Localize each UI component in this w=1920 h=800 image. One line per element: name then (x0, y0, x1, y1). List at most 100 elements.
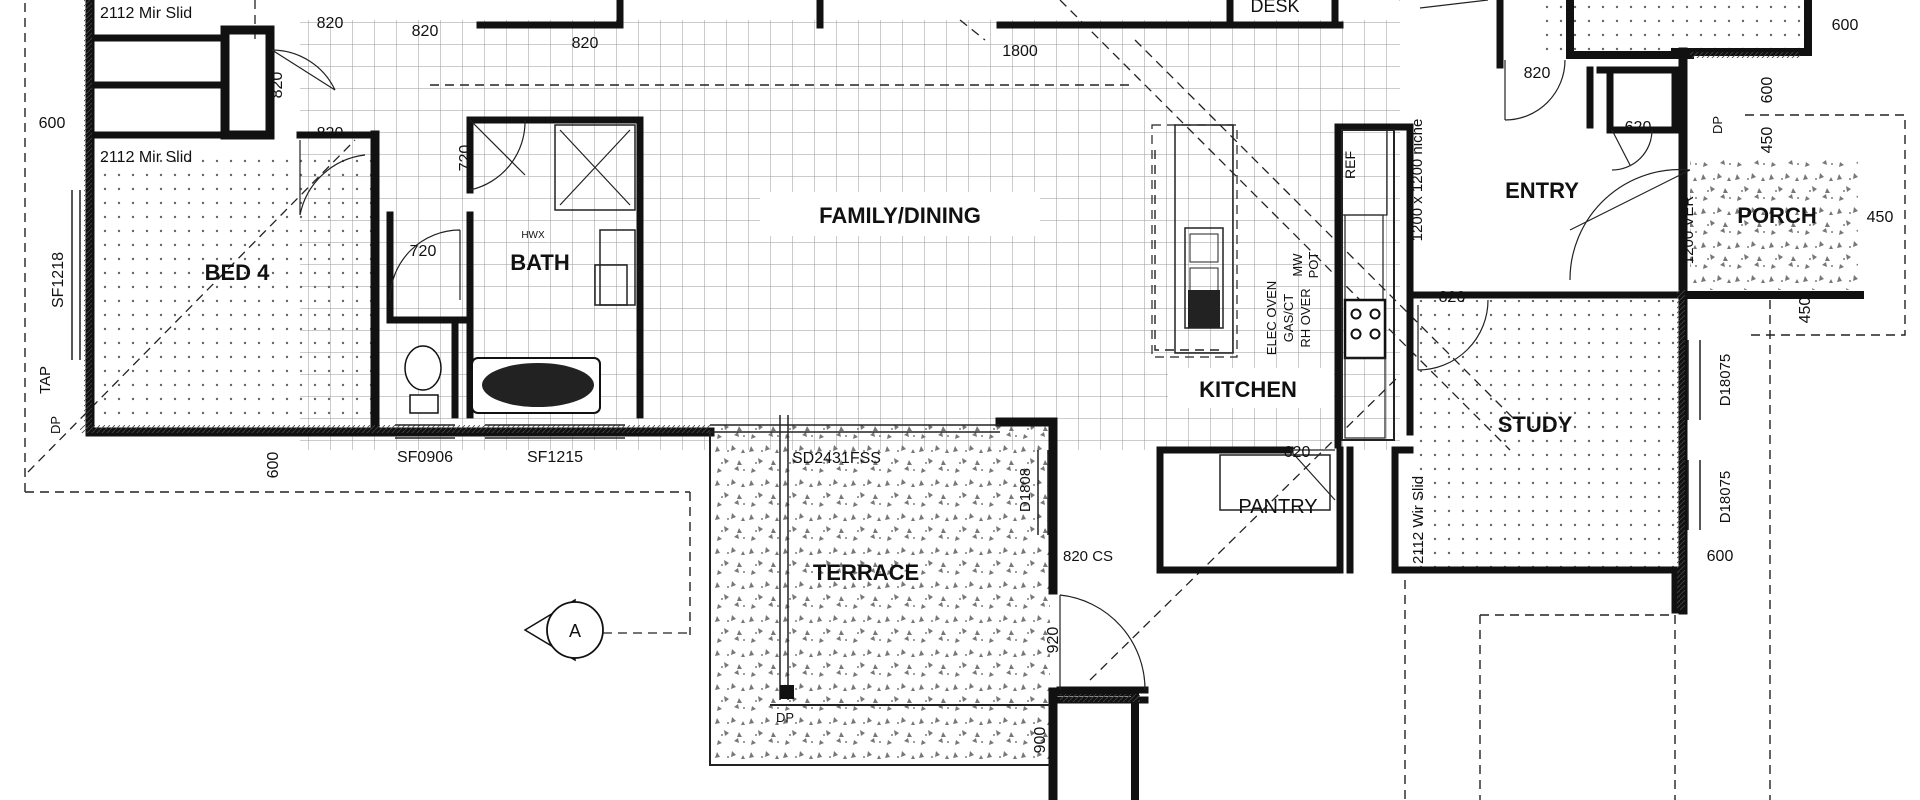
pantry-shelf (1219, 454, 1331, 511)
svg-text:620: 620 (1284, 444, 1311, 461)
svg-text:720: 720 (457, 145, 474, 172)
svg-text:600: 600 (39, 115, 66, 132)
svg-text:820: 820 (1524, 65, 1551, 82)
room-porch: PORCH (1737, 203, 1816, 228)
gas-ct-label: GAS/CT (1281, 294, 1296, 342)
window-sf0906 (395, 424, 455, 439)
sink-bowl-a (1189, 233, 1219, 263)
pot-label: POT (1306, 252, 1321, 279)
dimension-labels: 820 820 820 820 820 820 820 1800 600 600… (39, 15, 1894, 753)
burner-4 (1369, 328, 1381, 340)
burner-2 (1369, 308, 1381, 320)
room-pantry: PANTRY (1238, 496, 1317, 518)
sliding-door-sd2431 (710, 415, 1000, 700)
fridge-label: REF (1342, 151, 1358, 179)
terrace-paving (710, 425, 1050, 765)
svg-text:600: 600 (1832, 17, 1859, 34)
svg-text:450: 450 (1867, 209, 1894, 226)
hatch-study-wall (1677, 290, 1685, 610)
svg-text:1800: 1800 (1002, 43, 1038, 60)
door-wir-slid-label: 2112 Wir Slid (1410, 476, 1427, 564)
terrace-post (780, 685, 794, 699)
hatch-left-wall (84, 0, 92, 430)
svg-text:720: 720 (410, 243, 437, 260)
svg-text:450: 450 (1759, 127, 1776, 154)
label-mask-kitchen (1168, 368, 1334, 408)
burner-1 (1350, 308, 1362, 320)
section-marker: A (523, 598, 690, 662)
window-d18075-a-label: D18075 (1717, 354, 1734, 407)
svg-text:820: 820 (572, 35, 599, 52)
door-laundry (1059, 594, 1146, 691)
rangehood-label: RH OVER (1298, 288, 1313, 347)
room-bath: BATH (510, 250, 569, 275)
door-entry (1504, 59, 1566, 121)
downpipe-label: DP (48, 416, 63, 434)
downpipe-label-porch: DP (1710, 116, 1725, 134)
svg-text:820: 820 (269, 72, 286, 99)
niche-label: 1200 x 1200 niche (1409, 119, 1426, 242)
island-benchtop (1174, 124, 1234, 354)
bathtub-basin (482, 363, 594, 407)
room-desk: DESK (1250, 0, 1299, 16)
cavity-slider-label: 820 CS (1063, 548, 1113, 565)
window-sf1215 (485, 424, 625, 439)
room-bed4: BED 4 (205, 260, 271, 285)
window-sf1218 (71, 190, 81, 360)
svg-text:820: 820 (317, 125, 344, 142)
window-sf1218-label: SF1218 (50, 252, 67, 308)
window-d18075-a (1687, 340, 1701, 420)
hot-water-label: HWX (521, 230, 545, 241)
setout-dashed-line (24, 0, 1906, 800)
microwave-label: MW (1290, 253, 1305, 277)
window-d1808-label: D1808 (1017, 468, 1034, 512)
door-wc (389, 229, 461, 301)
door-linen (1611, 129, 1653, 171)
window-mir-mid-label: 2112 Mir Slid (100, 149, 192, 166)
shower-base (554, 124, 636, 211)
svg-text:600: 600 (1707, 548, 1734, 565)
room-family-dining: FAMILY/DINING (819, 203, 981, 228)
kitchen-island (1151, 124, 1238, 358)
toilet-cistern (409, 394, 439, 414)
door-bath (469, 119, 526, 191)
door-bed4 (299, 140, 366, 216)
svg-text:450: 450 (1797, 297, 1814, 324)
door-ensuite (1419, 0, 1489, 9)
door-study (1417, 299, 1489, 371)
cooktop (1343, 298, 1387, 360)
svg-text:600: 600 (1759, 77, 1776, 104)
door-pantry (1289, 449, 1336, 501)
bed4-carpet (95, 150, 373, 415)
porch-paving (1690, 160, 1858, 290)
door-robe (271, 49, 336, 91)
room-terrace: TERRACE (813, 560, 919, 585)
oven-label: ELEC OVEN (1264, 281, 1279, 355)
svg-text:820: 820 (317, 15, 344, 32)
door-sd2431-label: SD2431FSS (792, 450, 881, 467)
label-mask-family (760, 192, 1040, 236)
svg-text:900: 900 (1032, 727, 1049, 754)
window-mir-top-label: 2112 Mir Slid (100, 5, 192, 22)
hatch-porch-wall (1690, 52, 1800, 58)
window-d1808 (1037, 450, 1049, 535)
shower-cross (559, 129, 631, 206)
room-kitchen: KITCHEN (1199, 377, 1297, 402)
room-study: STUDY (1498, 412, 1573, 437)
window-d18075-b-label: D18075 (1717, 471, 1734, 524)
svg-text:600: 600 (265, 452, 282, 479)
terrace-edge (709, 432, 1050, 766)
svg-text:620: 620 (1625, 119, 1652, 136)
vanity-basin (594, 264, 628, 306)
window-d18075-b (1687, 460, 1701, 530)
oven-panel (1344, 357, 1386, 439)
door-front (1569, 168, 1691, 281)
hatch-terrace-wall (1060, 694, 1140, 702)
svg-text:A: A (569, 621, 581, 641)
window-sf0906-label: SF0906 (397, 449, 453, 466)
svg-text:820: 820 (412, 23, 439, 40)
tap-label: TAP (37, 366, 54, 394)
roofline-diagonal (27, 0, 1521, 681)
room-entry: ENTRY (1505, 178, 1579, 203)
